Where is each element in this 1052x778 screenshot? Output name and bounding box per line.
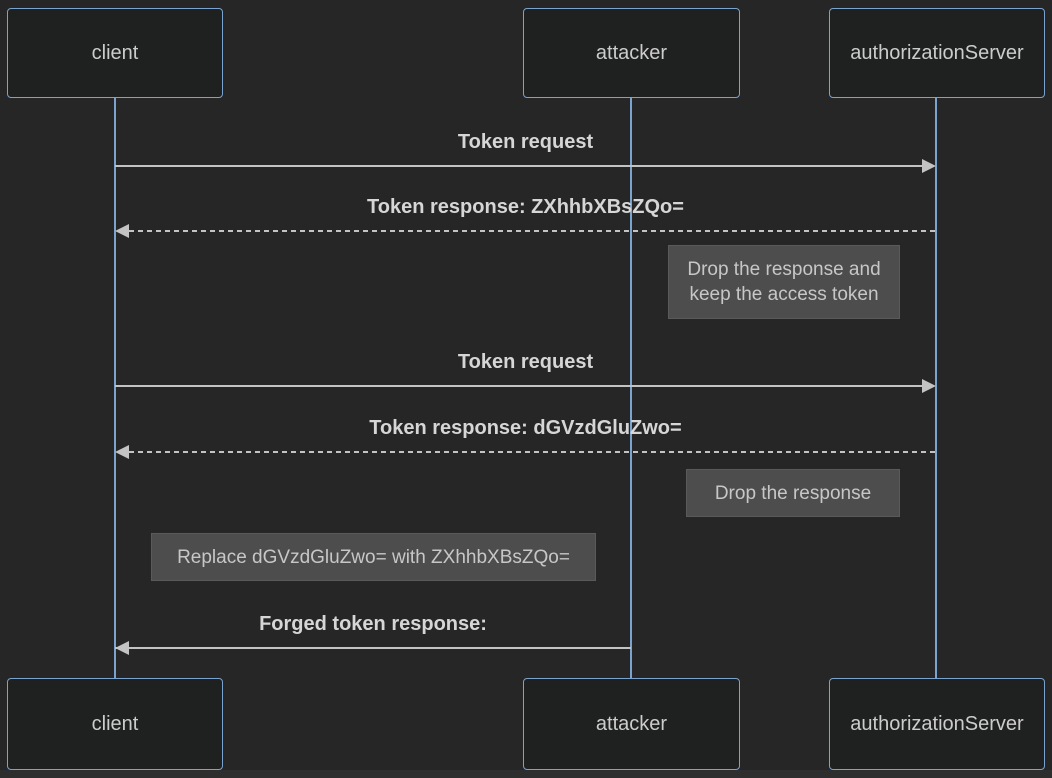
message-label-forged-token-response: Forged token response: bbox=[259, 613, 487, 635]
actor-client-bottom: client bbox=[7, 678, 223, 770]
message-line-forged-token-response bbox=[115, 647, 631, 649]
message-label-token-response-2: Token response: dGVzdGluZwo= bbox=[369, 417, 682, 439]
arrowhead-left-icon bbox=[115, 641, 129, 655]
lifeline-client bbox=[114, 98, 116, 678]
lifeline-authorization-server bbox=[935, 98, 937, 678]
actor-client-label: client bbox=[91, 41, 139, 64]
message-label-token-request-2: Token request bbox=[457, 351, 594, 373]
message-line-token-request-1 bbox=[115, 165, 923, 167]
arrowhead-left-icon bbox=[115, 445, 129, 459]
message-line-token-request-2 bbox=[115, 385, 923, 387]
actor-attacker-label: attacker bbox=[595, 41, 668, 64]
lifeline-attacker bbox=[630, 98, 632, 678]
message-line-token-response-1 bbox=[129, 230, 936, 232]
actor-attacker-bottom: attacker bbox=[523, 678, 740, 770]
note-drop-response: Drop the response bbox=[686, 469, 900, 517]
actor-authorization-server-top: authorizationServer bbox=[829, 8, 1045, 98]
actor-client-top: client bbox=[7, 8, 223, 98]
actor-authorization-server-label: authorizationServer bbox=[850, 41, 1024, 64]
arrowhead-right-icon bbox=[922, 379, 936, 393]
note-drop-response-keep-token: Drop the response and keep the access to… bbox=[668, 245, 900, 319]
arrowhead-right-icon bbox=[922, 159, 936, 173]
actor-attacker-label: attacker bbox=[595, 712, 668, 735]
message-line-token-response-2 bbox=[129, 451, 936, 453]
actor-authorization-server-label: authorizationServer bbox=[850, 712, 1024, 735]
message-label-token-response-1: Token response: ZXhhbXBsZQo= bbox=[367, 196, 684, 218]
actor-authorization-server-bottom: authorizationServer bbox=[829, 678, 1045, 770]
actor-attacker-top: attacker bbox=[523, 8, 740, 98]
message-label-token-request-1: Token request bbox=[457, 131, 594, 153]
actor-client-label: client bbox=[91, 712, 139, 735]
note-replace-token: Replace dGVzdGluZwo= with ZXhhbXBsZQo= bbox=[151, 533, 596, 581]
arrowhead-left-icon bbox=[115, 224, 129, 238]
